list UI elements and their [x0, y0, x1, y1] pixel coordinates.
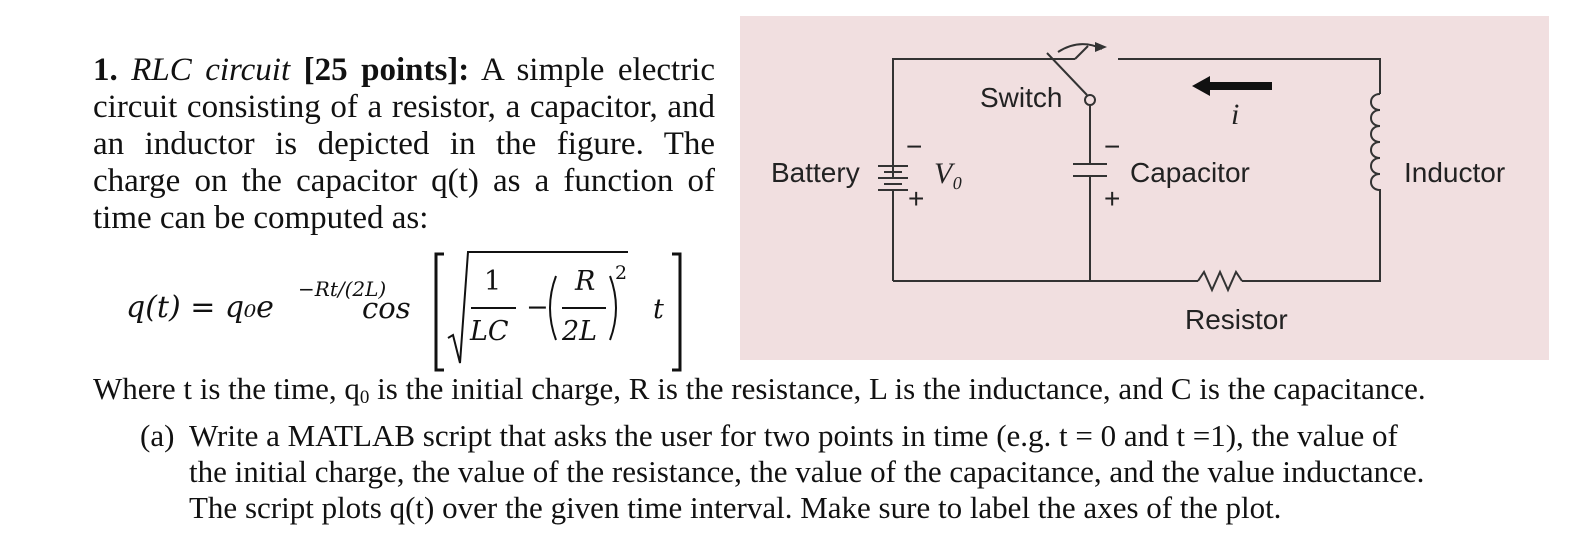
current-label: i: [1231, 98, 1240, 131]
intro-line: A simple electric: [480, 52, 715, 88]
part-a-line: Write a MATLAB script that asks the user…: [189, 418, 1398, 453]
equation-numerator-r: R: [575, 266, 596, 297]
resistor-zigzag: [1197, 269, 1243, 293]
voltage-label: V₀: [934, 157, 963, 190]
capacitor-plus-sign: +: [1104, 183, 1120, 214]
intro-line: inductor is depicted in the figure. The …: [93, 126, 716, 199]
capacitor-minus-sign: −: [1104, 131, 1120, 162]
switch-hinge: [1074, 45, 1089, 60]
equation-time: t: [653, 294, 664, 325]
part-a-line: the initial charge, the value of the res…: [189, 454, 1425, 489]
where-text-end: is the initial charge, R is the resistan…: [369, 371, 1426, 406]
equation-square: 2: [615, 262, 628, 284]
problem-topic: RLC circuit: [131, 52, 291, 88]
charge-equation: q(t) = q₀e −Rt/(2L) cos 1 LC − R 2L 2 t: [126, 246, 696, 378]
circuit-diagram: − + − +: [878, 42, 1381, 293]
battery-plus-sign: +: [908, 183, 924, 214]
where-subscript: 0: [359, 387, 370, 408]
equation-exponent: −Rt/(2L): [298, 277, 387, 301]
equation-numerator-one: 1: [484, 266, 502, 297]
switch-label: Switch: [980, 82, 1063, 113]
switch-arm: [1046, 52, 1088, 96]
problem-number: 1.: [93, 52, 118, 88]
variable-definitions: Where t is the time, q0 is the initial c…: [93, 371, 1426, 407]
switch-contact: [1084, 94, 1096, 106]
top-left-wire: [892, 58, 1075, 178]
where-text-start: Where t is the time, q: [93, 371, 360, 406]
part-a-line: The script plots q(t) over the given tim…: [189, 490, 1282, 525]
inductor-coil: [1370, 93, 1381, 199]
part-a-label: (a): [140, 418, 175, 453]
bottom-right-wire: [1242, 199, 1381, 282]
current-arrow: [1192, 76, 1272, 96]
part-a-body: Write a MATLAB script that asks the user…: [189, 418, 1479, 526]
top-right-wire: [1118, 58, 1381, 94]
circuit-figure: − + − + Switch Battery V₀ Capacitor Indu…: [740, 16, 1549, 360]
intro-line: computed as:: [253, 200, 429, 236]
battery-minus-sign: −: [906, 131, 922, 162]
problem-points: [25 points]:: [303, 52, 470, 88]
intro-line: circuit consisting of a resistor, a capa…: [93, 89, 715, 162]
equation-denominator-2l: 2L: [562, 316, 598, 347]
capacitor-label: Capacitor: [1130, 157, 1250, 188]
equation-cos: cos: [362, 291, 411, 325]
resistor-label: Resistor: [1185, 304, 1288, 335]
equation-minus: −: [526, 292, 549, 323]
equation-lhs: q(t) = q₀e: [126, 290, 274, 325]
equation-brackets: [434, 251, 682, 372]
switch-arrow-head: [1095, 42, 1107, 52]
equation-denominator-lc: LC: [470, 316, 509, 347]
battery-label: Battery: [771, 157, 860, 188]
inductor-label: Inductor: [1404, 157, 1506, 188]
problem-intro: 1. RLC circuit [25 points]: A simple ele…: [93, 52, 715, 237]
intro-line: the capacitor q(t) as a function of time…: [93, 163, 715, 236]
